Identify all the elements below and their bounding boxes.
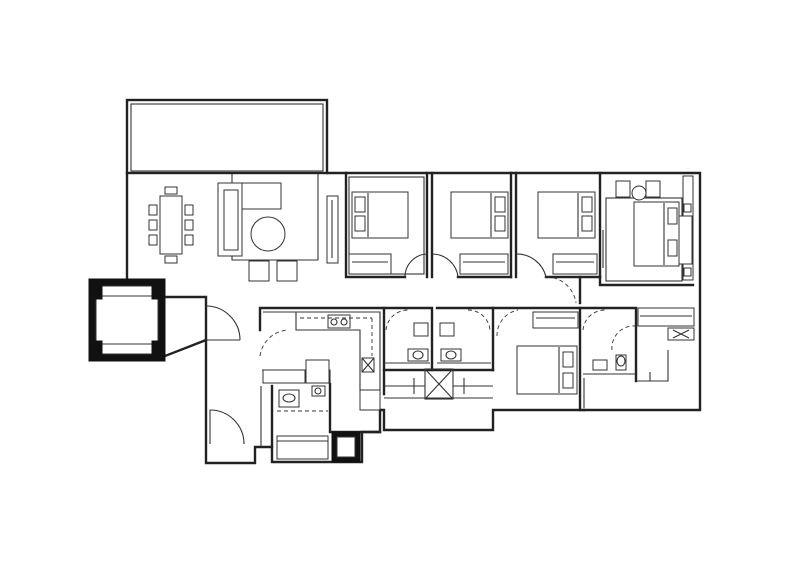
- elevator-lobby: [88, 278, 166, 362]
- foyer: [205, 305, 245, 445]
- outer-walls: [125, 171, 702, 465]
- bedroom-2: [431, 191, 509, 278]
- bedroom-4: [491, 306, 582, 412]
- balcony: [125, 98, 329, 175]
- corridor-walls: [344, 171, 695, 305]
- service-room: [260, 382, 382, 463]
- bedroom-3: [515, 191, 598, 304]
- bathroom-2: [435, 306, 495, 372]
- dining-table: [148, 186, 194, 264]
- master-bathroom: [578, 306, 695, 408]
- master-bedroom: [602, 175, 694, 282]
- bedroom-1: [348, 176, 429, 278]
- kitchen: [258, 306, 386, 411]
- lift-shaft: [382, 368, 495, 400]
- living-room: [217, 174, 339, 282]
- bathroom-1: [382, 306, 434, 372]
